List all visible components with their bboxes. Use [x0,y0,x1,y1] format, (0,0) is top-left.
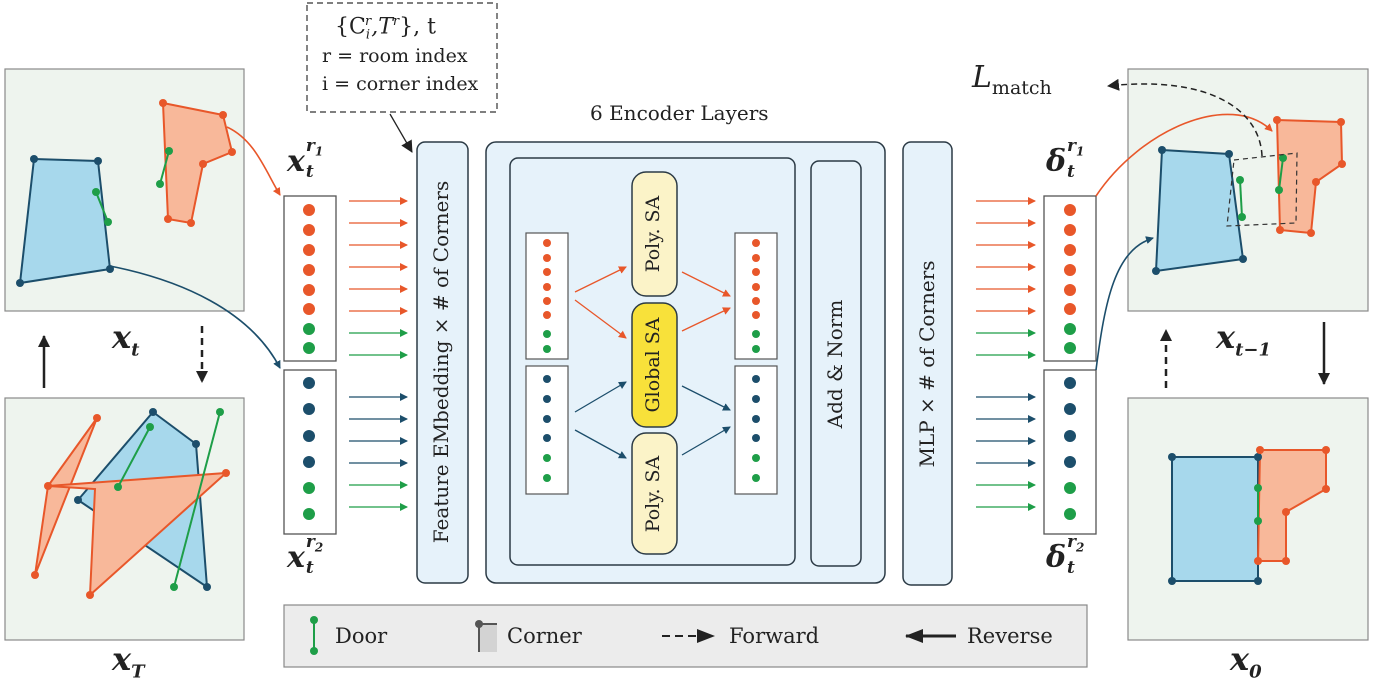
mlp-box [902,141,953,586]
feature-embedding-box [416,141,469,584]
input-column-r1 [283,195,337,362]
info-box [306,2,498,113]
info-box-line1: {Cir,Tr}, t [335,14,436,43]
info-box-line2: r = room index [322,45,468,67]
panel-xtm1 [1127,68,1369,312]
encoder-output-column [734,232,778,495]
output-arrows [976,197,1036,511]
panel-xT [4,397,245,641]
corner-icon [475,620,497,652]
legend-corner-label: Corner [507,624,582,648]
input-column-r2 [283,369,337,535]
label-l-match: Lmatch [972,60,1052,99]
panel-x0 [1127,397,1369,641]
label-x-t: xt [112,318,140,361]
output-column-r1 [1043,195,1097,362]
info-box-line3: i = corner index [322,73,479,95]
legend-door-label: Door [335,624,388,648]
encoder-input-column [525,232,569,495]
encoder-title: 6 Encoder Layers [590,101,769,125]
legend-forward-label: Forward [729,624,820,648]
input-arrows [349,197,408,511]
global-sa-box [631,302,678,428]
door-icon [310,616,318,655]
poly-sa-top-box [631,171,678,297]
label-x-tm1: xt−1 [1216,318,1271,361]
sa-arrows [574,266,731,459]
add-norm-box [810,160,862,567]
legend-reverse-label: Reverse [967,624,1053,648]
poly-sa-bottom-box [631,432,678,555]
output-column-r2 [1043,369,1097,535]
panel-xt [4,68,245,312]
